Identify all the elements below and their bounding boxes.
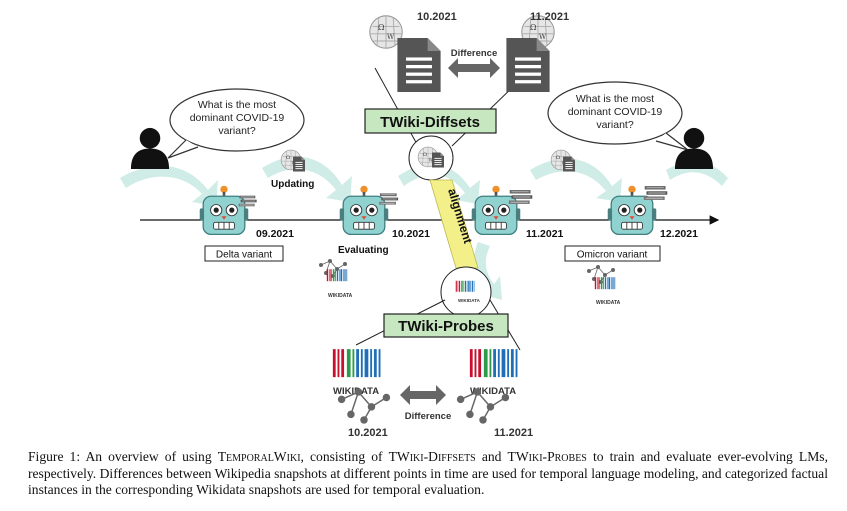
book-stack-icon [508,189,533,205]
speech-bubble-left: What is the most dominant COVID-19 varia… [167,88,305,159]
wikidata-right-date: 11.2021 [494,427,533,439]
timeline-date-3: 11.2021 [526,228,564,240]
answer-left: Delta variant [216,250,272,261]
caption-part1: Figure 1: An overview of using [28,449,218,464]
caption-diffsets: TWiki-Diffsets [388,449,476,464]
speech-right-line1: What is the most [576,93,654,105]
speech-left-line1: What is the most [198,99,276,111]
document-icon [397,38,441,92]
difference-label-bottom: Difference [405,411,451,422]
diffsets-label-box [364,108,497,134]
document-icon [432,152,444,168]
overview-figure: Ω W [120,11,728,439]
caption-part3: and [475,449,508,464]
difference-label-top: Difference [451,48,497,59]
caption-temporalwiki: TemporalWiki [217,449,301,464]
figure-caption: Figure 1: An overview of using TemporalW… [28,449,828,499]
speech-left-line2: dominant COVID-19 [190,112,285,124]
wikidata-small-icon-left: WIKIDATA [318,258,353,299]
answer-left-box [204,245,284,262]
updating-label: Updating [271,179,314,190]
speech-left-line3: variant? [218,125,256,137]
wikidata-small-icon-right: WIKIDATA [586,264,621,306]
wikidata-barcode-icon [469,349,518,378]
difference-arrow-top [448,58,500,78]
wikidata-barcode-icon [332,349,381,378]
answer-right-box [564,245,661,262]
book-stack-icon [378,193,399,205]
caption-probes: TWiki-Probes [507,449,587,464]
speech-right-line3: variant? [596,119,634,131]
timeline-date-2: 10.2021 [392,228,430,240]
document-icon [506,38,550,92]
probes-label: TWiki-Probes [398,318,494,335]
probes-zoom-circle [440,266,492,318]
wikidata-small-text-right: WIKIDATA [596,300,621,306]
speech-bubble-right: What is the most dominant COVID-19 varia… [547,81,689,151]
diffsets-label: TWiki-Diffsets [380,114,480,131]
snapshot-right-date: 11.2021 [530,11,569,23]
difference-arrow-bottom [400,385,446,405]
caption-part4: to train and evaluate ever-evolving LMs,… [28,449,828,497]
book-stack-icon [238,195,257,207]
wikidata-text-right: WIKIDATA [470,386,516,397]
wikidata-zoom-text: WIKIDATA [458,298,481,303]
answer-right: Omicron variant [577,250,648,261]
wikidata-small-text-left: WIKIDATA [328,293,353,299]
probes-label-box [383,313,509,338]
book-stack-icon [643,185,668,201]
speech-right-line2: dominant COVID-19 [568,106,663,118]
snapshot-left-date: 10.2021 [417,11,457,23]
wikidata-left-date: 10.2021 [348,427,388,439]
wikipedia-globe-icon [369,15,403,49]
document-icon [563,156,575,172]
caption-part2: , consisting of [300,449,389,464]
timeline-date-1: 09.2021 [256,228,294,240]
person-left-icon [130,127,170,169]
timeline-date-4: 12.2021 [660,228,698,240]
document-icon [293,156,305,172]
evaluating-label: Evaluating [338,245,389,256]
